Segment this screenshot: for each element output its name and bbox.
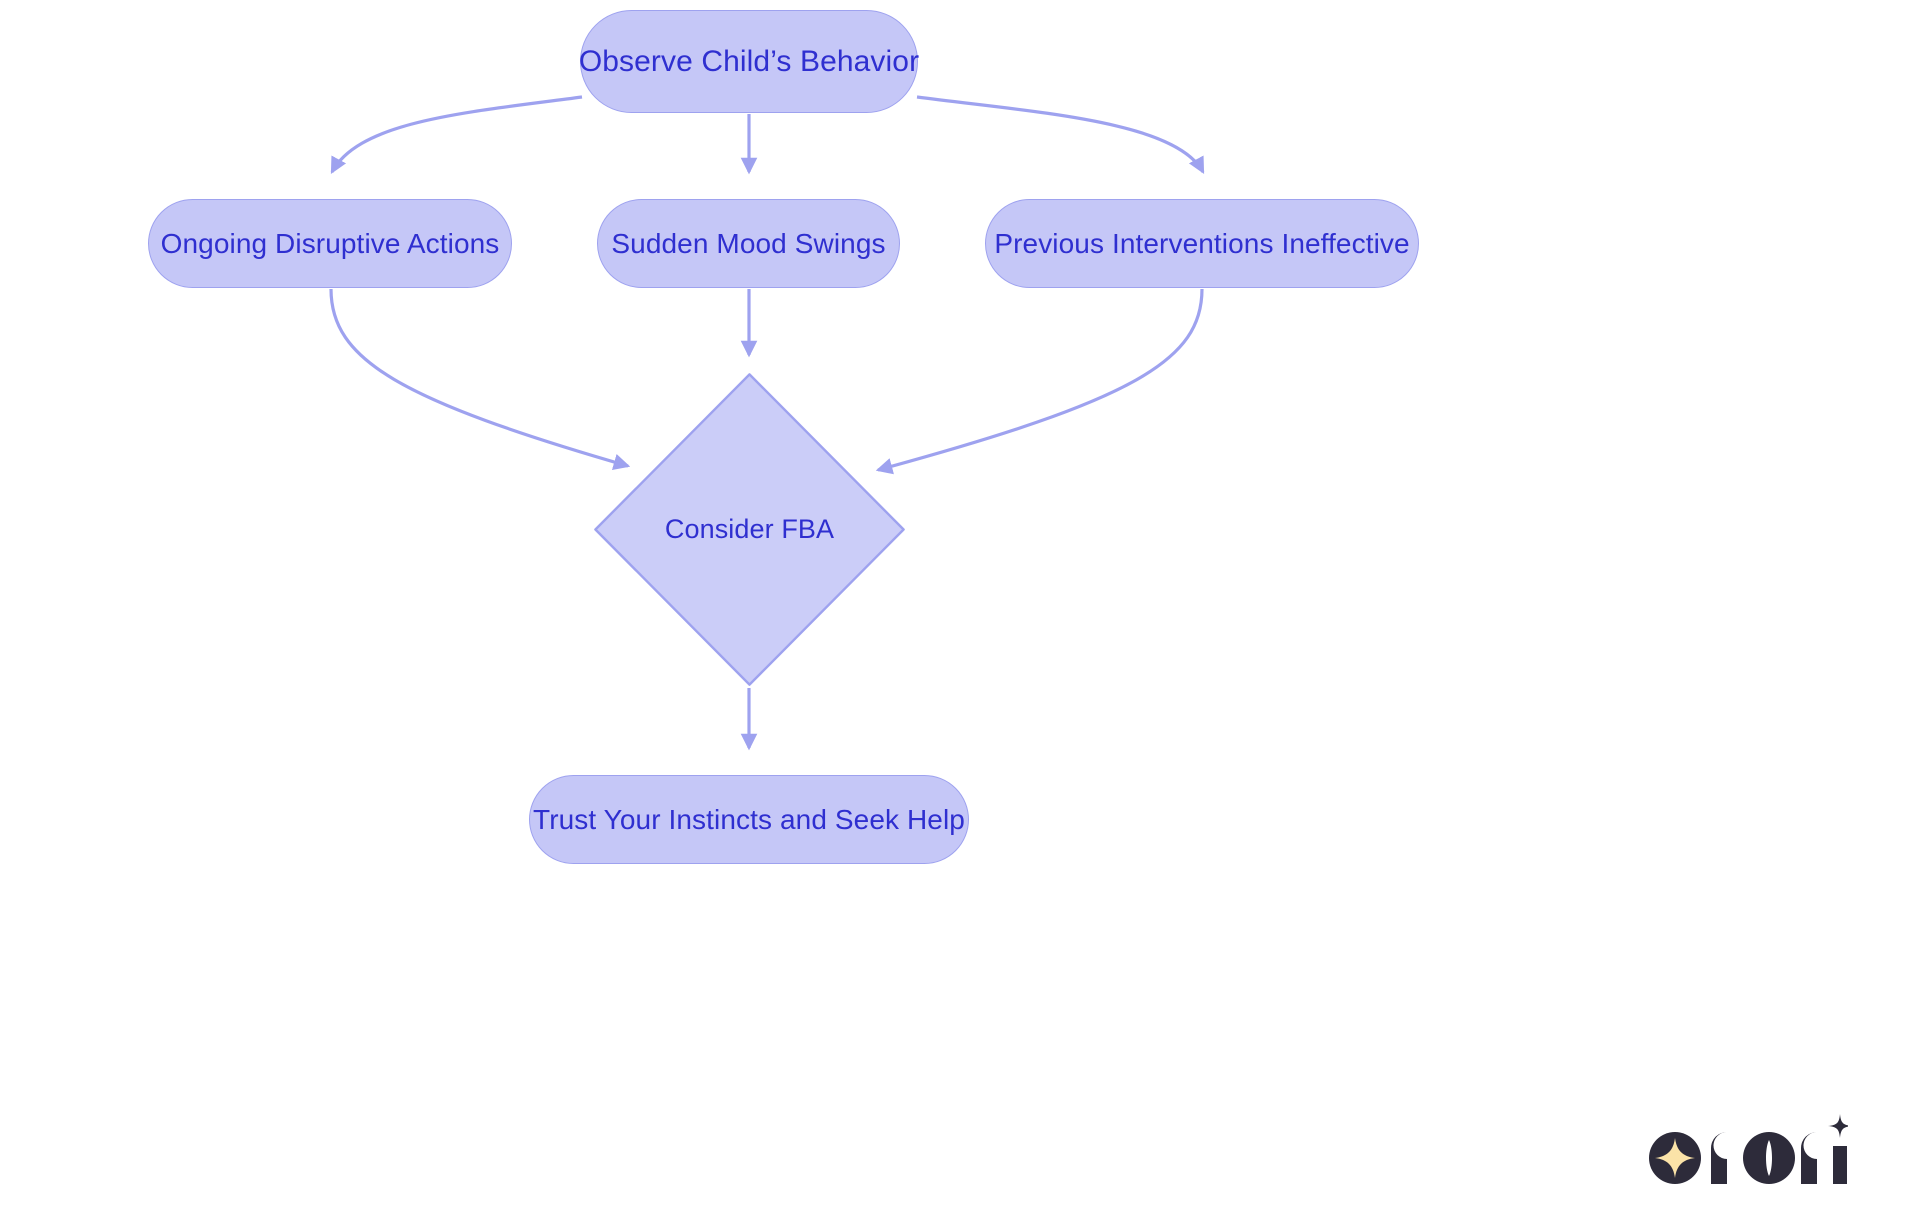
node-label: Observe Child’s Behavior <box>578 44 920 78</box>
logo-letter-i <box>1833 1146 1847 1184</box>
edge-previous-to-fba <box>875 288 1204 475</box>
edge-observe-to-previous <box>916 95 1205 175</box>
node-sudden-mood-swings[interactable]: Sudden Mood Swings <box>597 199 900 288</box>
diamond-shape <box>594 373 905 686</box>
logo-letter-r1 <box>1711 1132 1741 1184</box>
edge-observe-to-ongoing <box>330 95 583 175</box>
logo-letter-o <box>1743 1132 1795 1184</box>
logo-letter-r2 <box>1801 1132 1831 1184</box>
node-label: Trust Your Instincts and Seek Help <box>533 803 965 835</box>
node-label: Sudden Mood Swings <box>611 227 886 259</box>
node-consider-fba[interactable]: Consider FBA <box>594 373 905 686</box>
node-observe-child-behavior[interactable]: Observe Child’s Behavior <box>578 10 920 113</box>
node-label: Ongoing Disruptive Actions <box>160 227 500 259</box>
node-previous-interventions-ineffective[interactable]: Previous Interventions Ineffective <box>985 199 1419 288</box>
edge-ongoing-to-fba <box>329 288 631 471</box>
logo-star-accent-icon <box>1828 1114 1852 1138</box>
node-label: Previous Interventions Ineffective <box>994 227 1410 259</box>
node-ongoing-disruptive-actions[interactable]: Ongoing Disruptive Actions <box>148 199 512 288</box>
rori-logo <box>1648 1112 1852 1192</box>
node-trust-instincts-seek-help[interactable]: Trust Your Instincts and Seek Help <box>529 775 969 864</box>
rori-logo-mark <box>1649 1114 1852 1184</box>
node-label: Consider FBA <box>664 514 835 544</box>
logo-star-icon <box>1655 1138 1695 1178</box>
node-label-wrap: Consider FBA <box>594 373 905 686</box>
